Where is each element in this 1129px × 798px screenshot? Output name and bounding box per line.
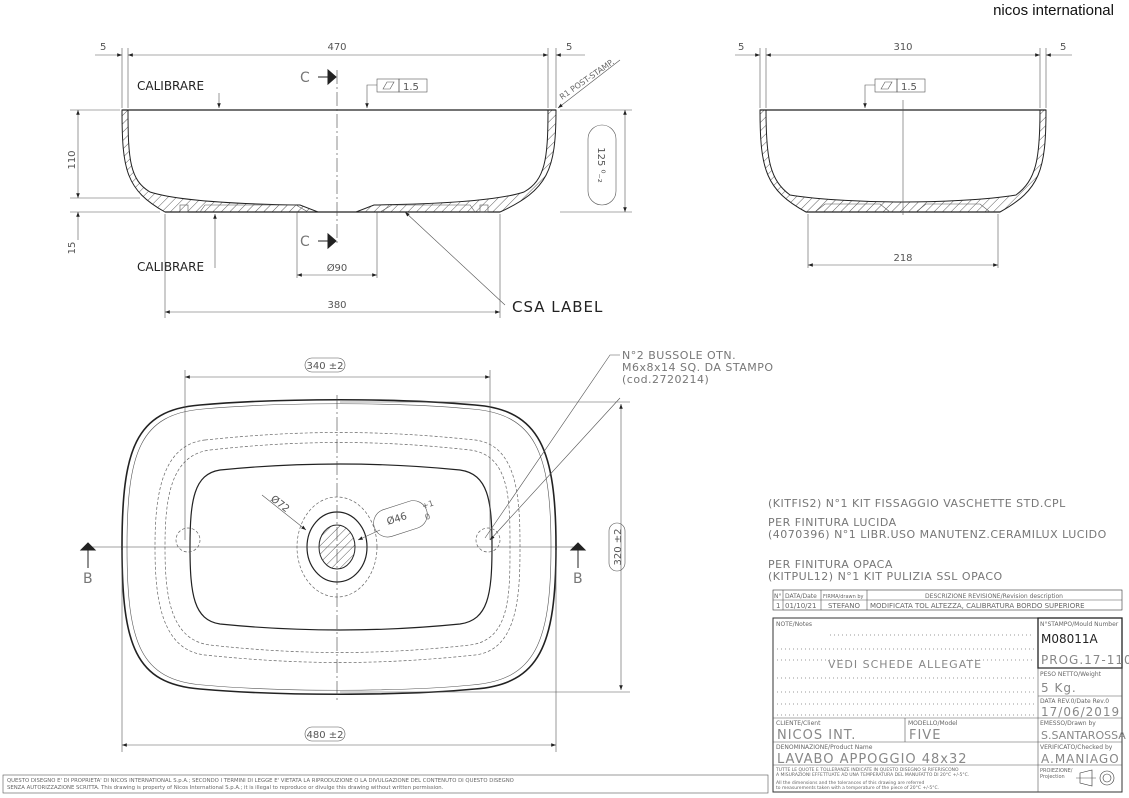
dim-drain: Ø90 [327,262,348,274]
svg-text:STEFANO: STEFANO [828,602,861,610]
notes-dotted-lines [777,634,1034,716]
rev-header-drawn: FIRMA/drawn by [823,594,864,600]
model: FIVE [909,728,941,743]
disclaimer: QUESTO DISEGNO E' DI PROPRIETA' DI NICOS… [2,774,769,794]
svg-text:PER FINITURA LUCIDA: PER FINITURA LUCIDA [768,516,897,529]
dim-right-offset: 5 [1060,42,1066,53]
checked-by: A.MANIAGO [1041,752,1120,766]
svg-text:All the dimensions and the tol: All the dimensions and the tolerances of… [776,780,924,786]
dim-drain-tol-lower: 0 [424,512,432,522]
brand-logo: nicos international [993,2,1114,19]
svg-text:(KITPUL12) N°1 KIT PULIZIA SSL: (KITPUL12) N°1 KIT PULIZIA SSL OPACO [768,570,1003,583]
svg-text:MODIFICATA TOL ALTEZZA, CALIBR: MODIFICATA TOL ALTEZZA, CALIBRATURA BORD… [870,602,1085,610]
drawn-label: EMESSO/Drawn by [1040,720,1096,727]
client: NICOS INT. [777,728,856,743]
dim-base: 218 [893,253,912,264]
dim-outer-height: 320 ±2 [613,528,624,565]
dim-outer-width: 480 ±2 [306,730,343,741]
mould-number: M08011A [1041,632,1099,646]
dim-drain-tol-upper: +1 [421,499,435,511]
notes-label: NOTE/Notes [776,621,812,628]
dim-drain-outer: Ø72 [268,493,292,515]
program: PROG.17-110 [1041,653,1129,667]
product-name: LAVABO APPOGGIO 48x32 [777,752,968,767]
svg-text:A MISURAZIONI EFFETTUATE AD UN: A MISURAZIONI EFFETTUATE AD UNA TEMPERAT… [776,772,969,778]
kit-notes: (KITFIS2) N°1 KIT FISSAGGIO VASCHETTE ST… [768,497,1107,583]
calibrate-top-label: CALIBRARE [137,79,204,93]
csa-label: CSA LABEL [512,298,603,316]
plan-view: Ø72 Ø46 +1 0 340 ±2 320 ±2 480 ±2 B B N°… [79,349,778,752]
date: 17/06/2019 [1041,705,1120,719]
rev-header-number: N° [774,593,782,600]
client-label: CLIENTE/Client [776,720,821,727]
dim-width: 310 [893,42,912,53]
mould-label: N°STAMPO/Mould Number [1040,621,1119,628]
drawn-by: S.SANTAROSSA [1041,729,1126,742]
dim-inner-width: 340 ±2 [306,361,343,372]
svg-text:(4070396) N°1 LIBR.USO MANUTEN: (4070396) N°1 LIBR.USO MANUTENZ.CERAMILU… [768,528,1107,541]
svg-text:1: 1 [776,602,780,610]
dim-left-offset: 5 [100,42,106,53]
dim-total-height: 125 ⁰₋₂ [595,147,606,183]
section-mark-b-left: B [83,571,93,587]
svg-text:Projection: Projection [1040,774,1065,780]
svg-text:SENZA AUTORIZZAZIONE SCRITTA.: SENZA AUTORIZZAZIONE SCRITTA. This drawi… [7,785,444,791]
bushing-note: N°2 BUSSOLE OTN. M6x8x14 SQ. DA STAMPO (… [622,349,778,386]
rev-header-description: DESCRIZIONE REVISIONE/Revision descripti… [925,593,1063,600]
svg-text:TUTTE LE QUOTE E TOLLERANZE IN: TUTTE LE QUOTE E TOLLERANZE INDICATE IN … [775,767,959,773]
dim-base: 380 [327,300,346,311]
weight-label: PESO NETTO/Weight [1040,671,1102,678]
svg-text:QUESTO DISEGNO E' DI PROPRIETA: QUESTO DISEGNO E' DI PROPRIETA' DI NICOS… [7,778,514,784]
section-arrow-icon [79,542,97,568]
dim-left-offset: 5 [738,42,744,53]
dim-foot: 15 [67,242,78,255]
dim-drain-inner: Ø46 [385,510,408,528]
dim-right-offset: 5 [566,42,572,53]
model-label: MODELLO/Model [908,720,958,727]
section-arrow-icon [318,68,337,86]
title-block: NOTE/Notes VEDI SCHEDE ALLEGATE N°STAMPO… [772,617,1129,793]
product-label: DENOMINAZIONE/Product Name [776,744,873,751]
flatness-tolerance: 1.5 [403,82,419,93]
dim-box [587,124,617,206]
svg-text:to measurements taken with a t: to measurements taken with a temperature… [776,785,939,791]
svg-text:PER FINITURA OPACA: PER FINITURA OPACA [768,558,893,571]
section-view-side: 5 310 5 1.5 218 [735,42,1072,268]
revision-table: N° DATA/Date FIRMA/drawn by DESCRIZIONE … [772,589,1123,611]
section-mark-b-right: B [573,571,583,587]
dim-height: 110 [67,150,78,169]
weight: 5 Kg. [1041,681,1077,695]
notes-text: VEDI SCHEDE ALLEGATE [828,658,982,671]
date-label: DATA REV.0/Date Rev.0 [1040,698,1109,705]
calibrate-bottom-label: CALIBRARE [137,260,204,274]
section-view-front: 5 470 5 C C CALIBRARE 1.5 R1 POST-STAMP.… [67,42,632,318]
svg-text:01/10/21: 01/10/21 [785,602,816,610]
section-arrow-icon [569,542,587,568]
flatness-tolerance: 1.5 [901,82,917,93]
section-mark-c-bottom: C [300,234,310,250]
svg-text:(KITFIS2) N°1 KIT FISSAGGIO VA: (KITFIS2) N°1 KIT FISSAGGIO VASCHETTE ST… [768,497,1066,510]
section-mark-c-top: C [300,70,310,86]
flatness-icon [382,81,395,90]
flatness-icon [880,81,893,90]
dim-width: 470 [327,42,346,53]
radius-note: R1 POST-STAMP. [558,57,616,101]
section-arrow-icon [318,232,337,250]
rev-header-date: DATA/Date [785,593,817,600]
projection-symbol-icon [1076,769,1115,787]
checked-label: VERIFICATO/Checked by [1040,744,1113,751]
svg-text:PROIEZIONE/: PROIEZIONE/ [1040,768,1073,774]
